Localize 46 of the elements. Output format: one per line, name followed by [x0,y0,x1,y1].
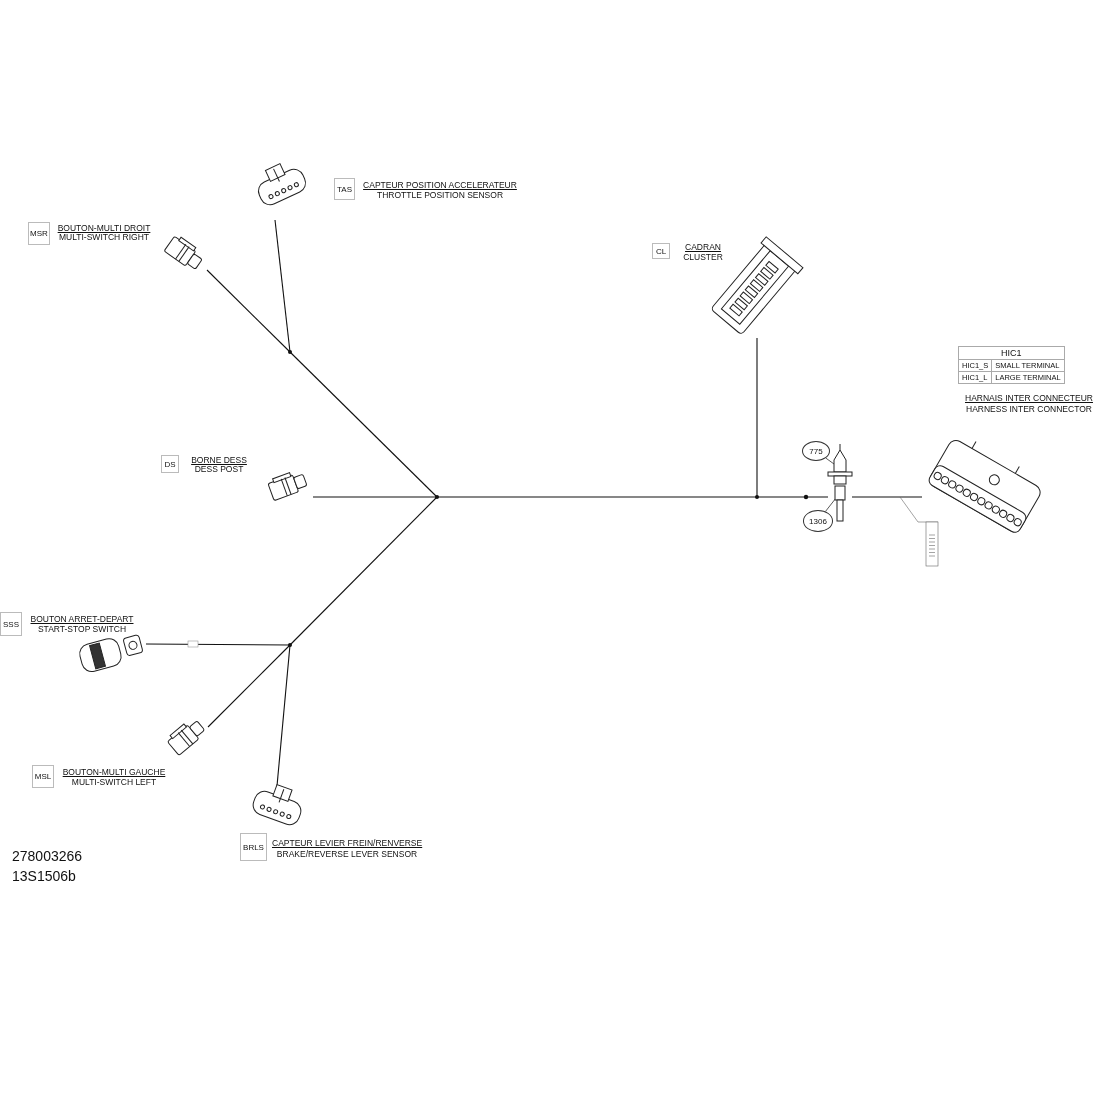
part-name-french: BOUTON-MULTI GAUCHE [61,767,167,777]
callout-number: 1306 [802,510,834,532]
wire [312,496,438,498]
connector-code: CL [652,243,670,259]
wire [756,496,829,498]
part-name-french: CAPTEUR POSITION ACCELERATEUR [362,180,518,190]
part-name-english: START-STOP SWITCH [36,624,128,634]
wire [145,643,291,646]
connector-code: SSS [0,612,22,636]
wire [274,219,291,353]
part-name-english: BRAKE/REVERSE LEVER SENSOR [275,849,419,859]
wire-junction [288,643,292,647]
part-name-french: CAPTEUR LEVIER FREIN/RENVERSE [272,838,422,848]
part-name-french: HARNAIS INTER CONNECTEUR [965,393,1093,403]
connector-code: DS [161,455,179,473]
drawing-number: 13S1506b [12,868,76,884]
table-header: HIC1 [958,346,1065,360]
part-name-english: CLUSTER [682,252,724,262]
leader-line [825,497,837,512]
part-name-english: MULTI-SWITCH RIGHT [58,232,150,242]
wire-junction [288,350,292,354]
part-name-french: BORNE DESS [190,455,248,465]
wire [206,269,291,353]
callout-number: 775 [802,441,830,461]
wire [276,644,291,787]
wire [436,496,758,498]
part-name-french: CADRAN [684,242,722,252]
wire [289,496,438,646]
connector-code: MSL [32,765,54,788]
part-name-french: BOUTON ARRET-DEPART [29,614,135,624]
wire [756,337,758,498]
leader-line [825,457,835,465]
connector-code: MSR [28,222,50,245]
part-name-english: DESS POST [193,464,245,474]
drawing-number: 278003266 [12,848,83,864]
part-name-english: HARNESS INTER CONNECTOR [965,404,1093,414]
connector-code: TAS [334,178,355,200]
wire [851,496,923,498]
part-name-english: MULTI-SWITCH LEFT [70,777,158,787]
wire [207,644,291,728]
wire [289,351,438,498]
wire-junction [435,495,439,499]
part-name-french: BOUTON-MULTI DROIT [56,223,152,233]
part-name-english: THROTTLE POSITION SENSOR [375,190,505,200]
connector-code: BRLS [240,833,267,861]
wire-junction [755,495,759,499]
